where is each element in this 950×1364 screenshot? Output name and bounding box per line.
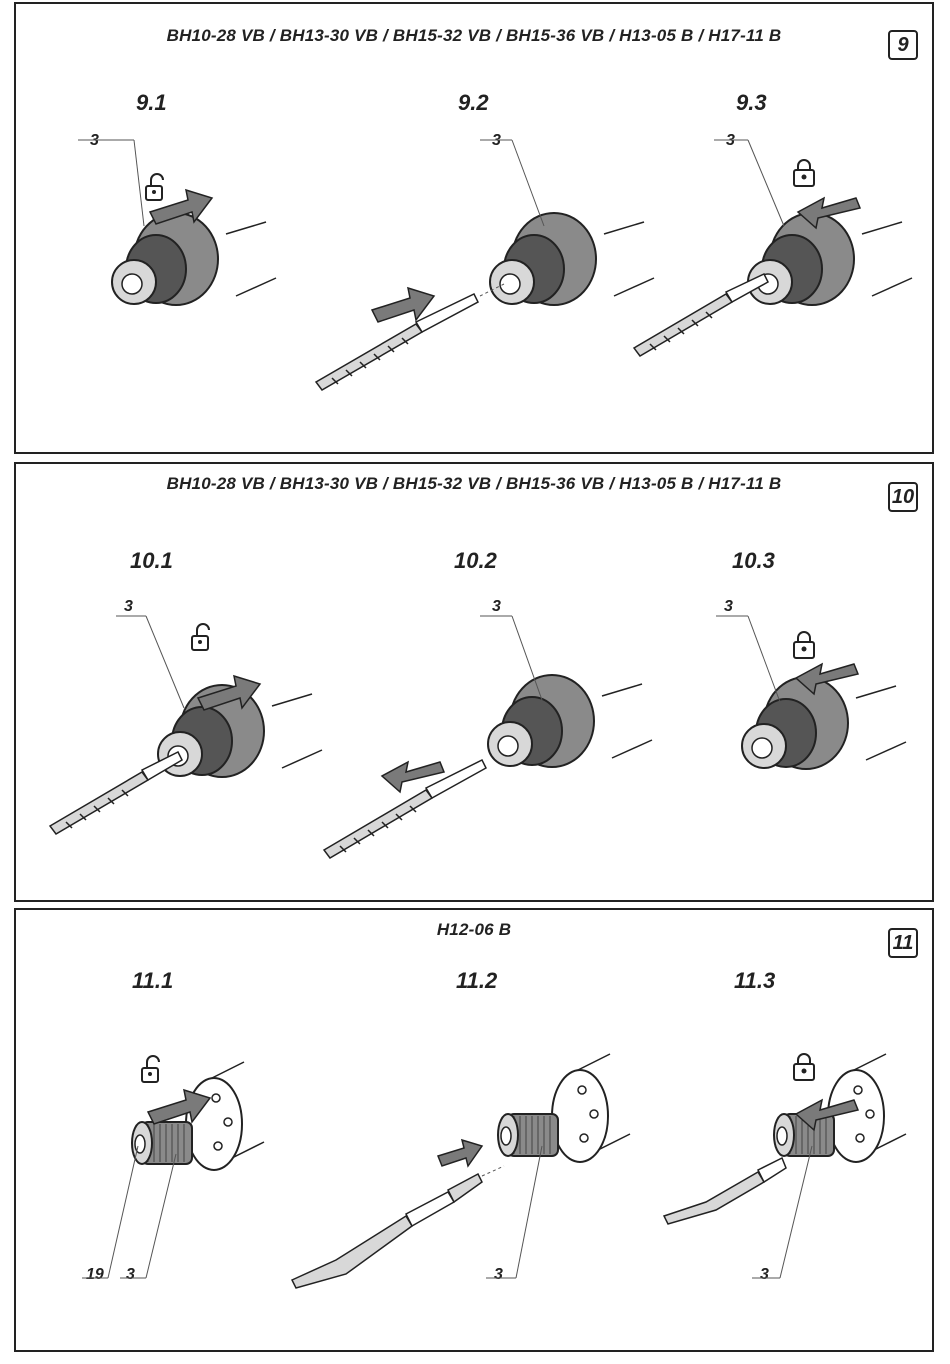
padlock-open-icon	[192, 624, 209, 650]
step-illustrations	[16, 4, 932, 452]
figure-panel-9: BH10-28 VB / BH13-30 VB / BH15-32 VB / B…	[14, 2, 934, 454]
padlock-closed-icon	[794, 1054, 814, 1080]
chuck-illustration	[498, 1054, 630, 1162]
chisel	[664, 1158, 786, 1224]
padlock-open-icon	[142, 1056, 159, 1082]
direction-arrow-icon	[438, 1140, 482, 1166]
step-illustrations	[16, 464, 932, 900]
drill-bit	[634, 274, 768, 356]
chuck-illustration	[490, 213, 654, 305]
chisel	[292, 1166, 504, 1288]
chuck-illustration	[742, 677, 906, 769]
padlock-closed-icon	[794, 160, 814, 186]
drill-bit	[50, 752, 182, 834]
padlock-open-icon	[146, 174, 163, 200]
padlock-closed-icon	[794, 632, 814, 658]
chuck-illustration	[112, 213, 276, 305]
direction-arrow-icon	[372, 288, 434, 322]
figure-panel-10: BH10-28 VB / BH13-30 VB / BH15-32 VB / B…	[14, 462, 934, 902]
step-illustrations	[16, 910, 932, 1350]
chuck-illustration	[488, 675, 652, 767]
figure-panel-11: H12-06 B 11 11.1 11.2 11.3 19 3 3 3	[14, 908, 934, 1352]
chuck-illustration	[748, 213, 912, 305]
